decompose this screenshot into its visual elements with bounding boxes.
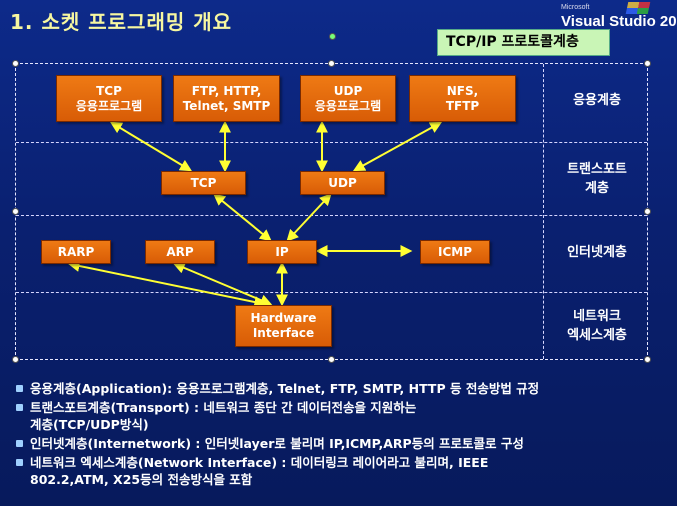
box-text: TFTP [445, 98, 480, 113]
udp-box[interactable]: UDP [300, 171, 385, 195]
bullet-text: 트랜스포트계층(Transport) : 네트워크 종단 간 데이터전송을 지원… [30, 400, 417, 415]
bullet-item: 응용계층(Application): 응용프로그램계층, Telnet, FTP… [14, 380, 654, 397]
stack-label-box[interactable]: TCP/IP 프로토콜계층 [437, 29, 610, 56]
arrow-tcpapp-tcp [109, 121, 193, 172]
frame-handle-icon[interactable] [328, 60, 335, 67]
frame-handle-icon[interactable] [644, 356, 651, 363]
nfs-tftp-box[interactable]: NFS, TFTP [409, 75, 516, 122]
layer-label-line: 인터넷계층 [567, 245, 627, 260]
rarp-box[interactable]: RARP [41, 240, 111, 264]
box-text: ICMP [437, 244, 472, 259]
box-text: FTP, HTTP, [191, 83, 262, 98]
tcp-application-box[interactable]: TCP 응용프로그램 [56, 75, 162, 122]
ftp-http-box[interactable]: FTP, HTTP, Telnet, SMTP [173, 75, 280, 122]
frame-handle-icon[interactable] [12, 208, 19, 215]
layer-label-line: 네트워크 [573, 309, 621, 324]
bullet-item: 트랜스포트계층(Transport) : 네트워크 종단 간 데이터전송을 지원… [14, 399, 654, 433]
arrow-rarp-hw [67, 260, 267, 308]
box-text: Hardware [250, 311, 317, 325]
bullet-text: 네트워크 엑세스계층(Network Interface) : 데이터링크 레이… [30, 455, 489, 470]
udp-application-box[interactable]: UDP 응용프로그램 [300, 75, 396, 122]
logo-main-text: Visual Studio 20 [561, 13, 677, 30]
box-text: Telnet, SMTP [182, 98, 271, 113]
box-text: UDP [333, 83, 363, 98]
arrow-tcp-ip [213, 193, 272, 242]
logo-small-text: Microsoft [561, 4, 590, 11]
arp-box[interactable]: ARP [145, 240, 215, 264]
box-text: 응용프로그램 [75, 98, 143, 113]
layer-label-line: 엑세스계층 [567, 328, 627, 343]
layer-label-line: 트랜스포트 [567, 162, 627, 177]
box-text: TCP [190, 175, 217, 190]
box-text: IP [275, 244, 289, 259]
frame-handle-icon[interactable] [12, 356, 19, 363]
frame-handle-icon[interactable] [644, 208, 651, 215]
layer-label-internet: 인터넷계층 [548, 243, 646, 262]
bullet-item: 네트워크 엑세스계층(Network Interface) : 데이터링크 레이… [14, 454, 654, 488]
frame-handle-icon[interactable] [12, 60, 19, 67]
icmp-box[interactable]: ICMP [420, 240, 490, 264]
ip-box[interactable]: IP [247, 240, 317, 264]
hardware-interface-box[interactable]: Hardware Interface [235, 305, 332, 347]
frame-handle-icon[interactable] [644, 60, 651, 67]
box-text: ARP [166, 244, 194, 259]
bullet-item: 인터넷계층(Internetwork) : 인터넷layer로 불리며 IP,I… [14, 435, 654, 452]
layer-label-line: 계층 [585, 181, 609, 196]
box-text: NFS, [446, 83, 479, 98]
box-text: Interface [252, 326, 315, 340]
selection-handle-icon[interactable] [329, 33, 336, 40]
bullet-text: 계층(TCP/UDP방식) [30, 417, 149, 432]
arrow-nfs-udp [352, 121, 443, 172]
arrow-udp-ip [286, 193, 332, 242]
tcp-box[interactable]: TCP [161, 171, 246, 195]
box-text: RARP [57, 244, 95, 259]
layer-divider [16, 292, 647, 293]
layer-label-line: 응용계층 [573, 93, 621, 108]
bullet-list: 응용계층(Application): 응용프로그램계층, Telnet, FTP… [14, 380, 654, 490]
box-text: TCP [96, 83, 122, 98]
frame-handle-icon[interactable] [328, 356, 335, 363]
slide-title: 1. 소켓 프로그래밍 개요 [10, 10, 233, 34]
layer-label-transport: 트랜스포트 계층 [548, 160, 646, 198]
bullet-text: 802.2,ATM, X25등의 전송방식을 포함 [30, 472, 253, 487]
bullet-text: 응용계층(Application): 응용프로그램계층, Telnet, FTP… [30, 381, 540, 396]
label-column-divider [543, 64, 544, 359]
layer-divider [16, 142, 647, 143]
arrow-arp-hw [172, 262, 273, 306]
layer-label-network-access: 네트워크 엑세스계층 [548, 307, 646, 345]
box-text: 응용프로그램 [314, 98, 382, 113]
visual-studio-logo: Microsoft Visual Studio 20 [557, 2, 677, 36]
layer-label-application: 응용계층 [548, 91, 646, 110]
connector-arrows [67, 120, 443, 308]
bullet-text: 인터넷계층(Internetwork) : 인터넷layer로 불리며 IP,I… [30, 436, 524, 451]
box-text: UDP [328, 175, 357, 190]
